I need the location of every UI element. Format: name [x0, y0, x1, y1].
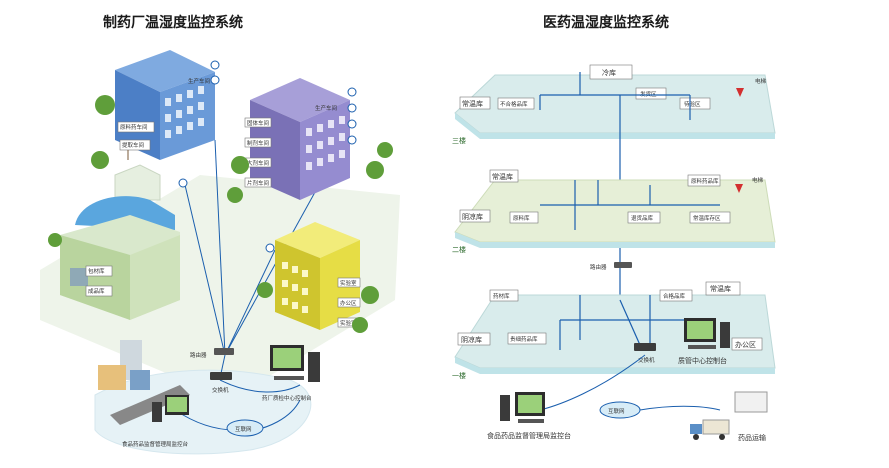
room-label: 药材库	[493, 292, 510, 300]
room-label: 贵细药品库	[510, 335, 538, 343]
left-title: 制药厂温湿度监控系统	[103, 14, 243, 31]
floor-label: 一楼	[452, 371, 466, 380]
router-label: 路由器	[590, 263, 607, 271]
room-label: 常温库	[492, 172, 513, 181]
sign-text: 实验室	[340, 279, 357, 287]
router-label: 路由器	[190, 351, 207, 359]
blue-roof-label: 生产车间	[188, 77, 210, 85]
right-regulator-label: 食品药品监督管理局监控台	[487, 431, 571, 440]
sensor-icon	[210, 60, 220, 70]
room-label: 常温库存区	[693, 214, 721, 222]
right-bottom-lines	[539, 354, 721, 411]
right-regulator-pc: 食品药品监督管理局监控台	[487, 392, 571, 440]
purple-signs: 固体车间 制剂车间 大剂车间 片剂车间	[244, 117, 272, 188]
right-router: 路由器	[590, 262, 632, 271]
room-label: 不合格品库	[500, 100, 528, 108]
building-blue: 生产车间	[115, 50, 215, 160]
right-control-pc: 质管中心控制台	[678, 318, 730, 365]
building-purple: 生产车间	[250, 78, 350, 200]
left-control-label: 药厂质检中心控制台	[262, 394, 312, 402]
sign-text: 原料药车间	[120, 123, 148, 131]
sign-text: 办公区	[340, 299, 357, 307]
sign-text: 片剂车间	[247, 179, 269, 187]
purple-roof-label: 生产车间	[315, 104, 337, 112]
left-switch: 交换机	[210, 372, 232, 394]
sensor-icon	[265, 243, 275, 253]
elevator-arrow-icon	[735, 184, 743, 193]
sign-text: 成品库	[88, 287, 105, 295]
right-internet: 互联网	[599, 401, 641, 419]
right-transport: 药品运输	[690, 391, 768, 442]
left-internet: 互联网	[226, 419, 264, 437]
right-control-label: 质管中心控制台	[678, 356, 727, 365]
right-switch: 交换机	[634, 343, 656, 364]
left-regulator-label: 食品药品监督管理局监控台	[122, 440, 189, 448]
sign-text: 包材库	[88, 267, 105, 275]
sensor-icon	[347, 119, 357, 129]
floor1-lines	[559, 295, 700, 350]
room-label: 发货区	[640, 90, 657, 98]
switch-label: 交换机	[638, 356, 655, 364]
room-label: 待验区	[684, 100, 701, 108]
left-internet-label: 互联网	[235, 425, 252, 433]
room-label: 原料库	[513, 214, 530, 222]
floor-3: 冷库 常温库 不合格品库 发货区 待验区 电梯 三楼	[452, 64, 776, 145]
sensor-icon	[347, 135, 357, 145]
trees-left	[48, 95, 393, 333]
sensor-icon	[178, 178, 188, 188]
right-title: 医药温湿度监控系统	[543, 14, 669, 31]
room-label: 阴凉库	[461, 335, 482, 344]
sensor-icon	[347, 103, 357, 113]
floor-2: 常温库 阴凉库 原料库 退货品库 原料药品库 常温库存区 电梯 二楼	[452, 169, 776, 254]
building-green	[60, 164, 180, 320]
sign-text: 大剂车间	[247, 159, 269, 167]
sign-text: 制剂车间	[247, 139, 269, 147]
room-label: 常温库	[710, 284, 731, 293]
sign-text: 固体车间	[247, 119, 269, 127]
floor-label: 二楼	[452, 245, 466, 254]
left-router: 路由器	[190, 348, 234, 359]
sign-text: 提取车间	[122, 141, 144, 149]
blue-signs: 原料药车间 提取车间	[117, 121, 155, 160]
room-label: 阴凉库	[462, 212, 483, 221]
floor3-tag: 冷库	[602, 68, 616, 77]
elevator-arrow-icon	[736, 88, 744, 97]
elevator-label: 电梯	[752, 176, 764, 184]
floor-1: 常温库 阴凉库 药材库 合格品库 贵细药品库 办公区 一楼	[452, 281, 776, 380]
sign-text: 实验室	[340, 319, 357, 327]
right-internet-label: 互联网	[608, 407, 625, 415]
yellow-signs: 实验室 办公区 实验室	[337, 277, 361, 328]
room-label: 原料药品库	[691, 177, 719, 185]
sensor-icon	[210, 75, 220, 85]
floor-label: 三楼	[452, 136, 466, 145]
sensor-icon	[347, 87, 357, 97]
room-label: 合格品库	[663, 292, 686, 300]
left-regulator: 食品药品监督管理局监控台	[98, 340, 190, 448]
switch-label: 交换机	[212, 386, 229, 394]
building-yellow	[275, 222, 360, 330]
green-signs: 包材库 成品库	[85, 265, 113, 297]
elevator-label: 电梯	[755, 77, 767, 85]
room-label: 常温库	[462, 99, 483, 108]
floor2-lines	[540, 180, 720, 230]
room-label: 退货品库	[631, 214, 654, 222]
right-transport-label: 药品运输	[738, 433, 766, 442]
left-control-pc: 药厂质检中心控制台	[262, 345, 320, 402]
room-label: 办公区	[735, 340, 756, 349]
